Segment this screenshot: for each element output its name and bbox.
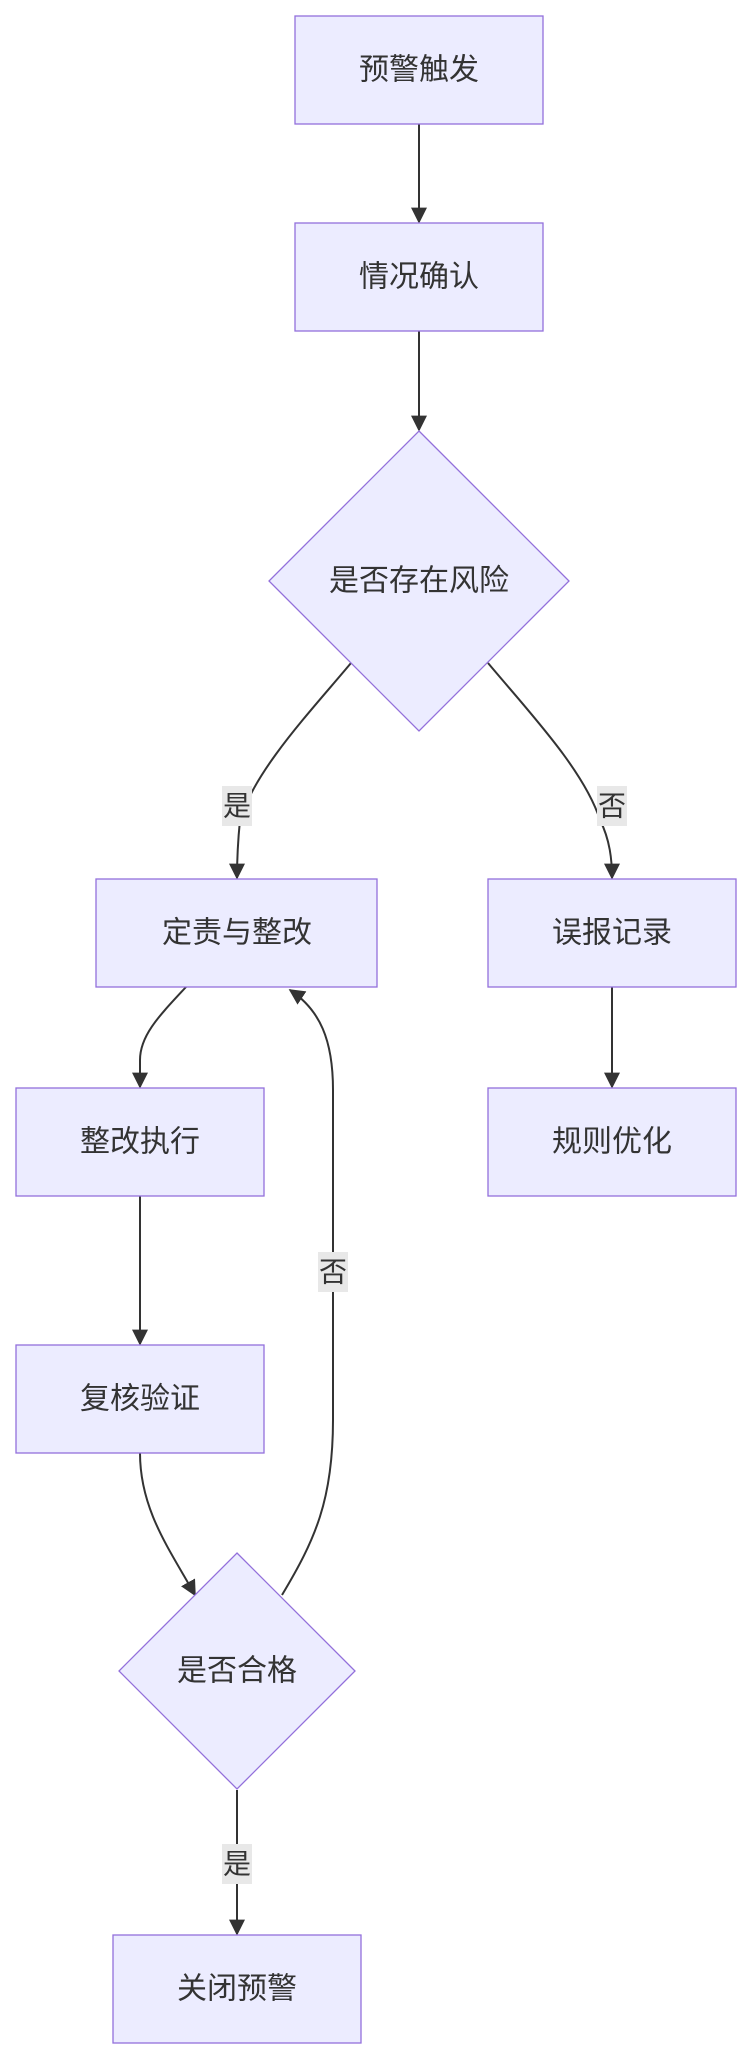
node-false-alarm: 误报记录 (487, 878, 737, 988)
svg-text:整改执行: 整改执行 (80, 1125, 200, 1160)
svg-text:否: 否 (598, 790, 626, 823)
svg-text:否: 否 (319, 1256, 347, 1289)
svg-text:规则优化: 规则优化 (552, 1125, 672, 1160)
svg-text:关闭预警: 关闭预警 (177, 1972, 297, 2007)
svg-text:是: 是 (223, 1848, 251, 1881)
svg-text:误报记录: 误报记录 (552, 916, 672, 951)
edge-label-qualified-no: 否 (318, 1252, 348, 1292)
node-trigger: 预警触发 (294, 15, 544, 125)
svg-text:情况确认: 情况确认 (359, 260, 479, 295)
node-optimize: 规则优化 (487, 1087, 737, 1197)
node-assign: 定责与整改 (95, 878, 378, 988)
edge-label-risk-no: 否 (597, 786, 627, 826)
node-confirm: 情况确认 (294, 222, 544, 332)
edge-risk-to-false-alarm (487, 662, 620, 880)
edge-review-to-qualified (139, 1452, 196, 1597)
node-review: 复核验证 (15, 1344, 265, 1454)
node-risk-check: 是否存在风险 (268, 430, 570, 732)
node-qualified-check: 是否合格 (118, 1552, 356, 1790)
node-close: 关闭预警 (112, 1934, 362, 2044)
edge-label-qualified-yes: 是 (222, 1844, 252, 1884)
node-execute: 整改执行 (15, 1087, 265, 1197)
edge-qualified-to-assign (281, 989, 334, 1596)
edge-risk-to-assign (229, 662, 352, 880)
svg-text:预警触发: 预警触发 (359, 53, 479, 88)
svg-text:是否存在风险: 是否存在风险 (329, 564, 509, 599)
edge-assign-to-execute (132, 986, 187, 1089)
svg-text:是否合格: 是否合格 (177, 1654, 297, 1689)
svg-text:定责与整改: 定责与整改 (162, 916, 312, 951)
svg-text:复核验证: 复核验证 (80, 1382, 200, 1417)
svg-text:是: 是 (223, 790, 251, 823)
edge-label-risk-yes: 是 (222, 786, 252, 826)
